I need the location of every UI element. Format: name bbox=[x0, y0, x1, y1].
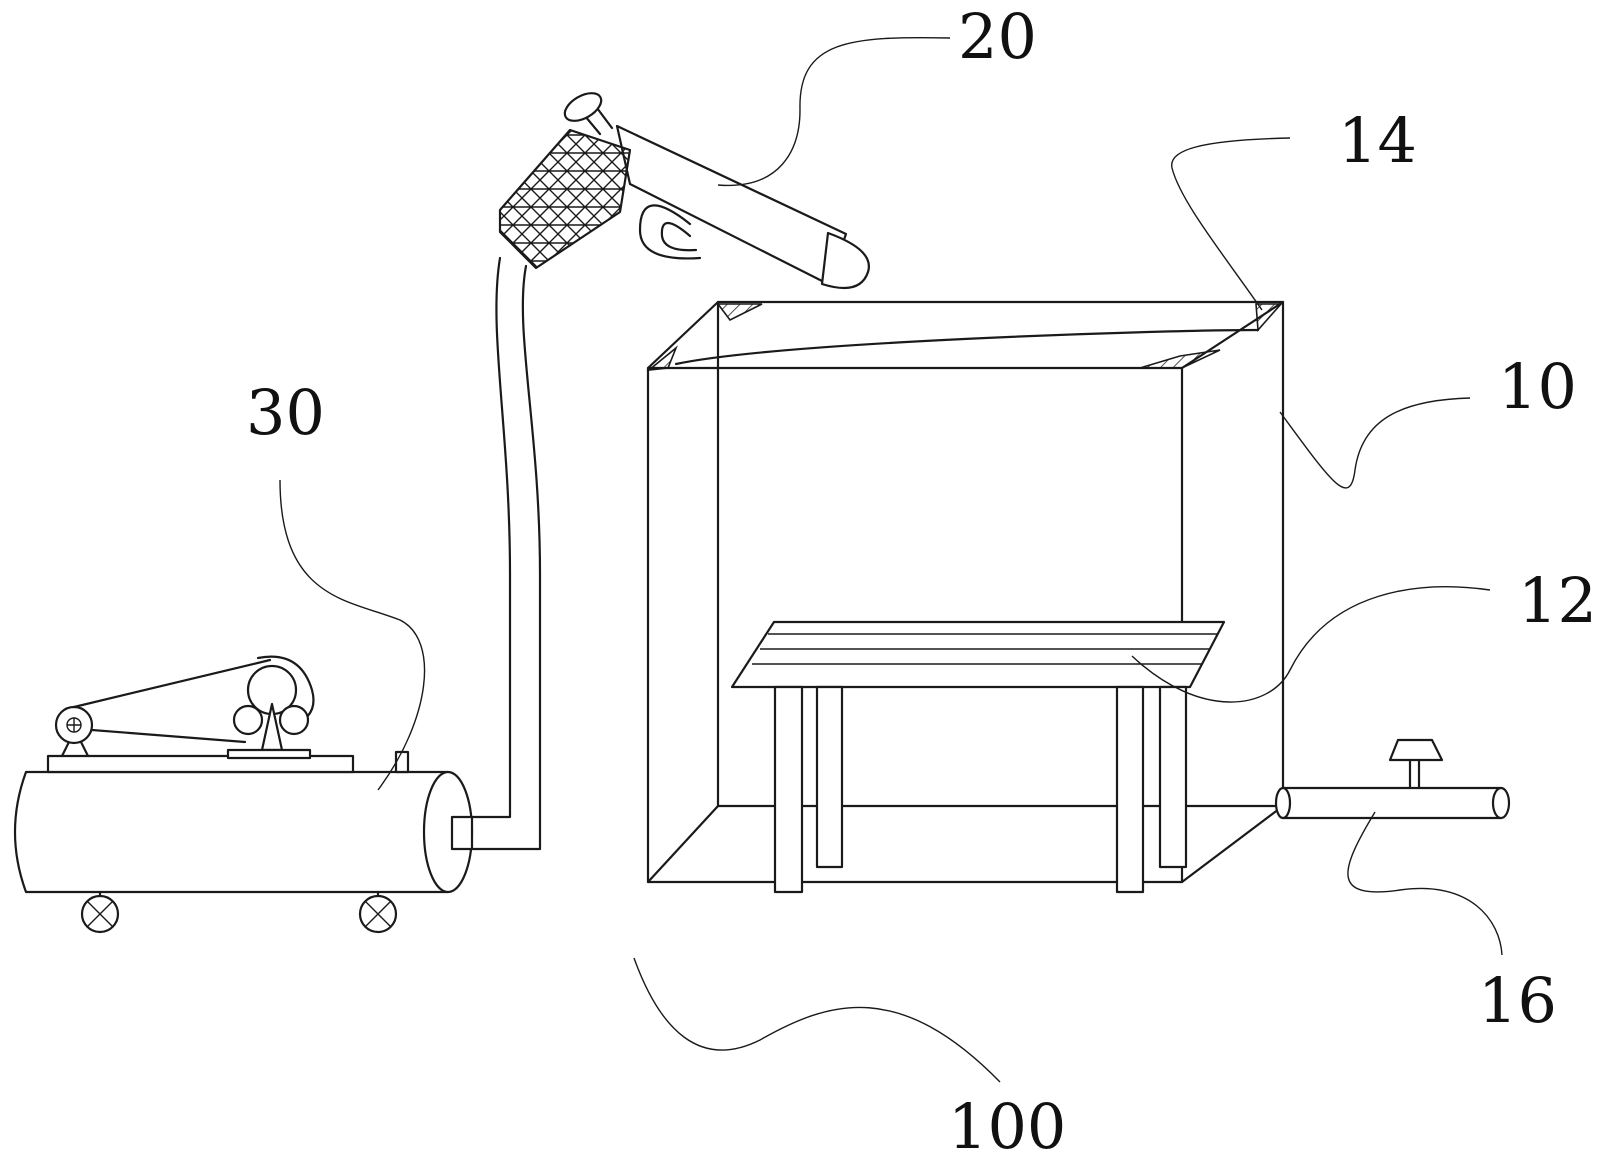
chamber-edge-top-left bbox=[646, 300, 720, 370]
label-assembly: 100 bbox=[948, 1090, 1066, 1160]
leader-100 bbox=[633, 957, 1001, 1083]
chamber-cover bbox=[646, 303, 1283, 372]
rack-leg-front-left bbox=[773, 685, 804, 894]
rack-leg-back-left bbox=[815, 685, 844, 869]
hose-edge-inner bbox=[470, 264, 542, 851]
label-cover: 14 bbox=[1338, 104, 1417, 177]
spray-gun bbox=[498, 92, 870, 290]
spray-chamber bbox=[646, 300, 1285, 884]
leader-10 bbox=[1279, 397, 1471, 489]
cover-hatch-front-right bbox=[1139, 349, 1221, 369]
drive-belt bbox=[72, 658, 272, 744]
workpiece-rack bbox=[730, 620, 1226, 894]
wheel-right-spokes bbox=[364, 900, 392, 928]
air-compressor bbox=[13, 655, 474, 934]
pump-base bbox=[226, 748, 312, 760]
cover-hatch-back-right bbox=[1255, 303, 1283, 332]
rack-leg-back-right bbox=[1158, 685, 1188, 869]
cover-hatch-back-left bbox=[716, 303, 763, 322]
motor-shaft-cross bbox=[67, 718, 81, 732]
gun-nozzle bbox=[820, 231, 870, 290]
hose-edge-outer bbox=[470, 256, 512, 819]
compressor-tank bbox=[13, 770, 450, 894]
leader-14 bbox=[1171, 137, 1291, 311]
chamber-back-wall bbox=[716, 300, 1285, 808]
leader-lines bbox=[279, 36, 1503, 1083]
drain-pipe bbox=[1281, 786, 1503, 820]
rack-leg-front-right bbox=[1115, 685, 1145, 894]
pump-wheel-right bbox=[278, 704, 310, 736]
wheel-axles bbox=[98, 890, 380, 902]
reference-numerals: 20 14 10 12 30 16 100 bbox=[246, 0, 1597, 1160]
cover-hatch-front-left bbox=[646, 345, 678, 372]
gun-air-knob bbox=[563, 92, 603, 122]
pressure-switch bbox=[394, 750, 410, 774]
tank-outlet bbox=[450, 815, 474, 851]
chamber-edge-bottom-left bbox=[646, 804, 720, 884]
rack-top-board bbox=[730, 620, 1226, 689]
leader-20 bbox=[717, 36, 951, 187]
pump-wheel-left bbox=[232, 704, 264, 736]
gun-trigger-inner bbox=[660, 221, 698, 252]
leader-12 bbox=[1131, 586, 1491, 703]
label-rack: 12 bbox=[1518, 564, 1597, 637]
label-compressor: 30 bbox=[246, 376, 325, 449]
leader-30 bbox=[279, 479, 426, 791]
valve-knob bbox=[1388, 738, 1444, 762]
cover-curved-edge bbox=[674, 328, 1260, 366]
pump-housing bbox=[256, 655, 315, 724]
leader-16 bbox=[1347, 811, 1503, 956]
motor-base-plate bbox=[46, 754, 355, 774]
gun-trigger-outer bbox=[638, 204, 702, 260]
label-spray-gun: 20 bbox=[958, 0, 1037, 73]
air-hose bbox=[470, 256, 542, 851]
gun-grip bbox=[498, 128, 632, 270]
label-drain-valve: 16 bbox=[1478, 964, 1557, 1037]
drain-pipe-right-end bbox=[1491, 786, 1511, 820]
label-chamber: 10 bbox=[1498, 350, 1577, 423]
drain-valve bbox=[1274, 738, 1511, 820]
drain-pipe-left-end bbox=[1274, 786, 1292, 820]
chamber-edge-bottom-right bbox=[1180, 804, 1285, 884]
wheel-left-spokes bbox=[86, 900, 114, 928]
